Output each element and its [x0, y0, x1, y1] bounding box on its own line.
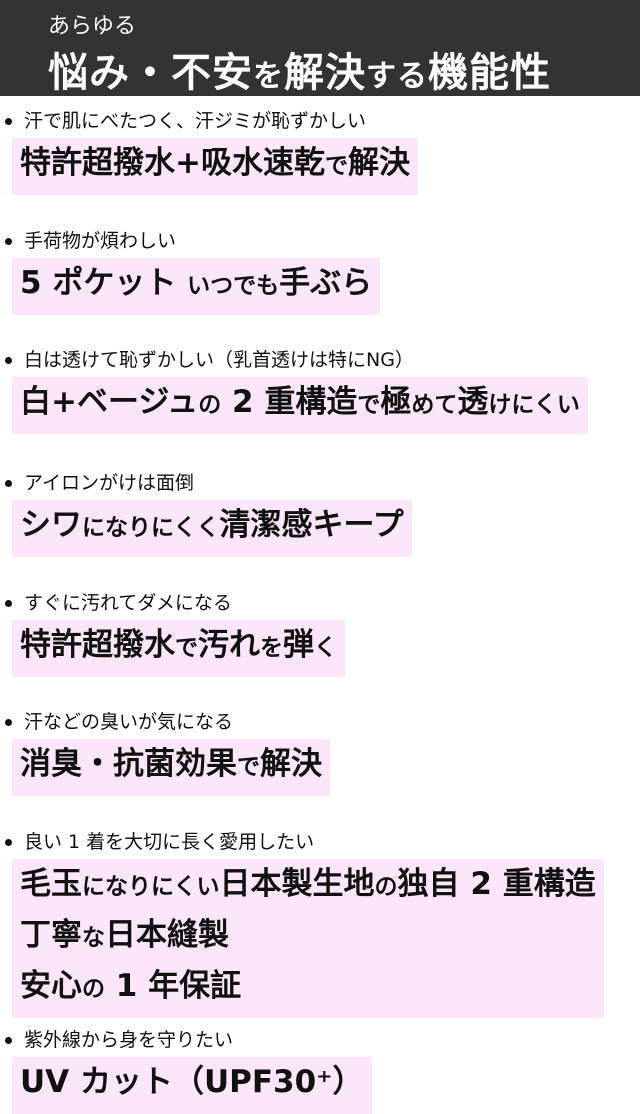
question-text: 手荷物が煩わしい — [24, 230, 177, 252]
solution-highlight: 白+ベージュの 2 重構造で極めて透けにくい — [12, 377, 588, 434]
solution-segment: 日本縫製 — [105, 917, 229, 953]
question-text: 良い 1 着を大切に長く愛用したい — [24, 831, 315, 853]
feature-item: 汗などの臭いが気になる消臭・抗菌効果で解決 — [0, 709, 640, 796]
solution-segment: 弾 — [283, 627, 314, 663]
header-banner: あらゆる 悩み・不安を解決する機能性 — [0, 0, 640, 96]
solution-highlight: 特許超撥水+吸水速乾で解決 — [12, 138, 418, 195]
solution-segment: 日本製生地 — [219, 866, 375, 902]
solution-segment: 特許超撥水+吸水速乾 — [20, 145, 325, 181]
solution-segment: けにくい — [488, 392, 580, 418]
solution-segment: 透 — [457, 384, 489, 420]
feature-item: 手荷物が煩わしい 5 ポケット いつでも手ぶら — [0, 228, 640, 315]
solution-segment: 毛玉 — [20, 866, 82, 902]
solution-line: 白+ベージュの 2 重構造で極めて透けにくい — [20, 379, 580, 430]
header-title: 悩み・不安を解決する機能性 — [48, 40, 551, 98]
solution-line: 5 ポケット いつでも手ぶら — [20, 260, 372, 311]
solution-line: UV カット（UPF30⁺） — [20, 1059, 364, 1110]
solution-segment: 特許超撥水 — [20, 627, 175, 663]
bullet-icon — [5, 719, 12, 726]
solution-segment: で — [357, 392, 381, 418]
bullet-icon — [5, 1037, 12, 1044]
feature-item: 汗で肌にべたつく、汗ジミが恥ずかしい特許超撥水+吸水速乾で解決 — [0, 108, 640, 195]
solution-segment: シワ — [20, 507, 82, 543]
feature-item: アイロンがけは面倒シワになりにくく清潔感キープ — [0, 470, 640, 557]
solution-segment: 手ぶら — [279, 265, 373, 301]
solution-line: 消臭・抗菌効果で解決 — [20, 741, 322, 792]
solution-segment: で — [175, 635, 198, 661]
solution-segment: めて — [411, 392, 458, 418]
bullet-icon — [5, 480, 12, 487]
feature-item: 紫外線から身を守りたい UV カット（UPF30⁺） — [0, 1027, 640, 1114]
solution-segment: の — [374, 874, 398, 900]
title-segment: 解決 — [284, 50, 366, 96]
solution-line: 特許超撥水で汚れを弾く — [20, 622, 337, 673]
solution-segment: 丁寧 — [20, 917, 82, 953]
concern-question: 良い 1 着を大切に長く愛用したい — [0, 829, 640, 855]
bullet-icon — [5, 600, 12, 607]
solution-segment: 5 ポケット — [20, 265, 188, 301]
question-text: すぐに汚れてダメになる — [24, 592, 232, 614]
feature-item: 良い 1 着を大切に長く愛用したい毛玉になりにくい日本製生地の独自 2 重構造丁… — [0, 829, 640, 1018]
solution-segment: 1 年保証 — [105, 968, 242, 1004]
solution-segment: の — [82, 976, 105, 1002]
concern-question: アイロンがけは面倒 — [0, 470, 640, 496]
solution-highlight: シワになりにくく清潔感キープ — [12, 500, 412, 557]
bullet-icon — [5, 118, 12, 125]
solution-highlight: 消臭・抗菌効果で解決 — [12, 739, 330, 796]
concern-question: 汗などの臭いが気になる — [0, 709, 640, 735]
title-segment: する — [366, 59, 428, 94]
concern-question: 白は透けて恥ずかしい（乳首透けは特にNG） — [0, 347, 640, 373]
solution-segment: 白+ベージュ — [20, 384, 199, 420]
solution-segment: で — [237, 754, 260, 780]
solution-segment: 消臭・抗菌効果 — [20, 746, 237, 782]
solution-segment: く — [314, 635, 337, 661]
solution-line: 丁寧な日本縫製 — [20, 912, 596, 963]
solution-segment: 極 — [380, 384, 412, 420]
solution-highlight: 毛玉になりにくい日本製生地の独自 2 重構造丁寧な日本縫製安心の 1 年保証 — [12, 859, 604, 1018]
title-segment: 悩み・不安 — [48, 50, 253, 96]
concern-question: すぐに汚れてダメになる — [0, 590, 640, 616]
solution-highlight: 特許超撥水で汚れを弾く — [12, 620, 345, 677]
concern-question: 紫外線から身を守りたい — [0, 1027, 640, 1053]
solution-segment: 汚れ — [198, 627, 260, 663]
solution-segment: になりにくく — [82, 515, 220, 541]
solution-segment: 安心 — [20, 968, 82, 1004]
solution-segment: 独自 2 重構造 — [397, 866, 596, 902]
question-text: アイロンがけは面倒 — [24, 472, 195, 494]
solution-segment: の — [198, 392, 222, 418]
solution-highlight: 5 ポケット いつでも手ぶら — [12, 258, 381, 315]
concern-question: 汗で肌にべたつく、汗ジミが恥ずかしい — [0, 108, 640, 134]
solution-line: 特許超撥水+吸水速乾で解決 — [20, 140, 410, 191]
solution-segment: UV カット（UPF30⁺） — [20, 1064, 364, 1100]
solution-segment: いつでも — [187, 273, 280, 299]
solution-segment: で — [324, 153, 348, 179]
title-segment: 機能性 — [428, 50, 551, 96]
solution-segment: な — [82, 925, 105, 951]
solution-line: シワになりにくく清潔感キープ — [20, 502, 404, 553]
solution-segment: 解決 — [260, 746, 322, 782]
feature-item: すぐに汚れてダメになる特許超撥水で汚れを弾く — [0, 590, 640, 677]
question-text: 白は透けて恥ずかしい（乳首透けは特にNG） — [24, 349, 414, 371]
solution-highlight: UV カット（UPF30⁺） — [12, 1057, 372, 1114]
solution-segment: 解決 — [347, 145, 410, 181]
bullet-icon — [5, 839, 12, 846]
question-text: 汗などの臭いが気になる — [24, 711, 234, 733]
bullet-icon — [5, 238, 12, 245]
header-subtitle: あらゆる — [48, 14, 137, 39]
feature-item: 白は透けて恥ずかしい（乳首透けは特にNG） 白+ベージュの 2 重構造で極めて透け… — [0, 347, 640, 434]
concern-question: 手荷物が煩わしい — [0, 228, 640, 254]
bullet-icon — [5, 357, 12, 364]
solution-segment: になりにくい — [82, 874, 220, 900]
solution-segment: 2 重構造 — [221, 384, 358, 420]
solution-line: 安心の 1 年保証 — [20, 963, 596, 1014]
solution-segment: を — [260, 635, 283, 661]
question-text: 汗で肌にべたつく、汗ジミが恥ずかしい — [24, 110, 367, 132]
solution-line: 毛玉になりにくい日本製生地の独自 2 重構造 — [20, 861, 596, 912]
solution-segment: 清潔感キープ — [219, 507, 404, 543]
title-segment: を — [253, 59, 284, 94]
question-text: 紫外線から身を守りたい — [24, 1029, 234, 1051]
